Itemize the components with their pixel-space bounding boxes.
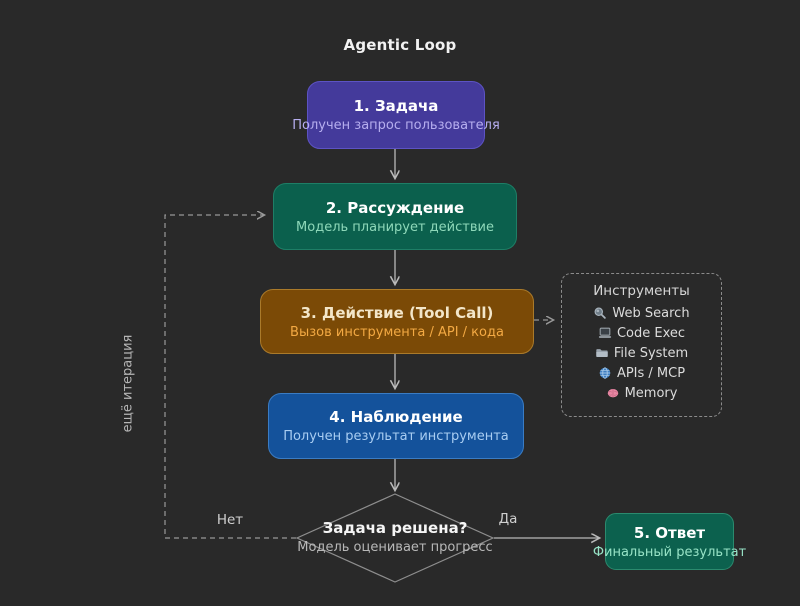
tool-item-apis-mcp: APIs / MCP xyxy=(598,363,685,383)
flow-step-reasoning: 2. Рассуждение Модель планирует действие xyxy=(273,183,517,250)
loop-iteration-label: ещё итерация xyxy=(120,334,136,433)
task-subtitle: Получен запрос пользователя xyxy=(292,118,500,133)
flow-step-task: 1. Задача Получен запрос пользователя xyxy=(292,81,500,149)
code-exec-icon xyxy=(598,327,612,338)
edge-label-yes: Да xyxy=(498,511,518,527)
tool-item-code-exec: Code Exec xyxy=(598,323,685,343)
loop-path-no-to-reasoning xyxy=(164,215,296,539)
flow-step-answer: 5. Ответ Финальный результат xyxy=(593,513,746,570)
task-title: 1. Задача xyxy=(353,97,439,115)
tool-item-file-system: File System xyxy=(595,343,688,363)
tools-panel: Инструменты Web Search Code Exec File Sy… xyxy=(561,273,722,417)
tool-item-label: Code Exec xyxy=(616,325,686,341)
flow-step-action-tool-call: 3. Действие (Tool Call) Вызов инструмент… xyxy=(260,289,534,354)
decision-title: Задача решена? xyxy=(322,519,468,537)
edge-label-no: Нет xyxy=(216,512,244,528)
reasoning-title: 2. Рассуждение xyxy=(325,198,465,217)
tools-panel-title: Инструменты xyxy=(593,283,690,299)
tool-item-web-search: Web Search xyxy=(593,303,690,323)
decision-node: Задача решена? Модель оценивает прогресс xyxy=(245,519,545,555)
apis-mcp-icon xyxy=(599,367,611,379)
flow-step-observation: 4. Наблюдение Получен результат инструме… xyxy=(268,393,524,459)
web-search-icon xyxy=(594,307,607,319)
reasoning-subtitle: Модель планирует действие xyxy=(296,219,494,235)
tool-item-label: Memory xyxy=(624,385,678,401)
action-subtitle: Вызов инструмента / API / кода xyxy=(290,324,504,340)
tool-item-memory: Memory xyxy=(606,383,678,403)
answer-subtitle: Финальный результат xyxy=(592,544,747,560)
action-title: 3. Действие (Tool Call) xyxy=(300,303,494,322)
memory-icon xyxy=(607,388,618,398)
observation-subtitle: Получен результат инструмента xyxy=(283,429,509,444)
decision-diamond-shape xyxy=(295,493,495,583)
file-system-icon xyxy=(596,349,608,357)
tool-item-label: File System xyxy=(613,345,689,361)
decision-subtitle: Модель оценивает прогресс xyxy=(297,540,493,555)
observation-title: 4. Наблюдение xyxy=(329,408,463,426)
answer-title: 5. Ответ xyxy=(633,523,706,542)
tool-item-label: Web Search xyxy=(612,305,690,321)
page-title: Agentic Loop xyxy=(343,36,457,54)
tool-item-label: APIs / MCP xyxy=(616,365,686,381)
